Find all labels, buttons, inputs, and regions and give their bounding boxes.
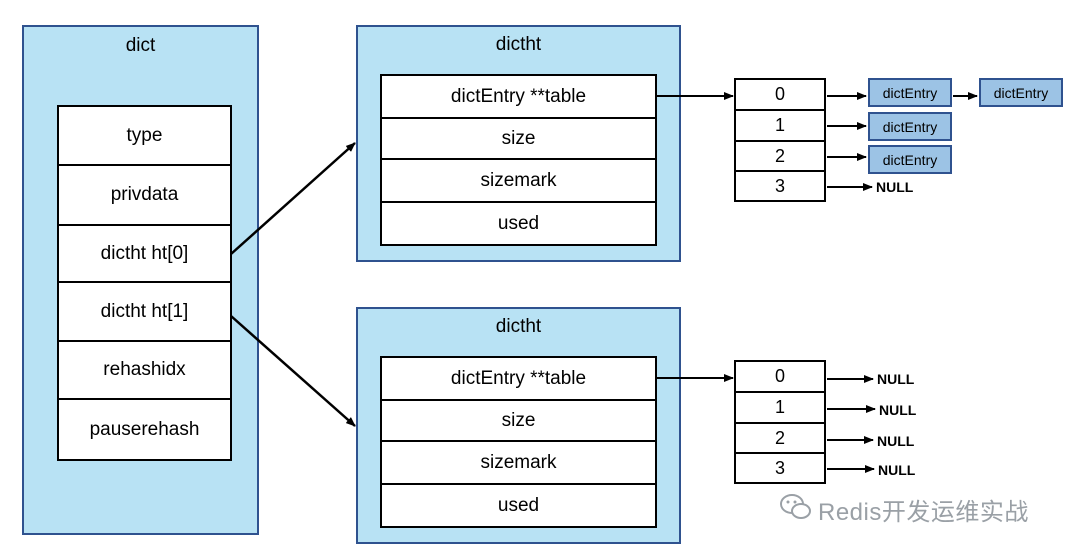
dictht-bottom-size: size <box>382 401 655 442</box>
arrows-top-buckets <box>827 92 978 191</box>
dict-panel: dict type privdata dictht ht[0] dictht h… <box>22 25 259 535</box>
dict-field-pauserehash: pauserehash <box>89 418 200 440</box>
top-null-3: NULL <box>876 179 914 195</box>
top-bucket-1: 1 <box>734 109 826 142</box>
dictht-top-fields: dictEntry **table size sizemark used <box>380 74 657 246</box>
dictht-bottom-title: dictht <box>495 316 542 337</box>
top-entry-2: dictEntry <box>868 145 952 174</box>
bottom-null-1: NULL <box>879 402 917 418</box>
dictht-top-sizemark: sizemark <box>382 160 655 203</box>
dictht-top-used: used <box>497 212 540 234</box>
dictht-top-size: size <box>382 119 655 160</box>
arrow-ht1-to-dictht-bottom <box>230 315 356 427</box>
dictht-bottom-panel: dictht dictEntry **table size sizemark u… <box>356 307 681 544</box>
watermark-text: Redis开发运维实战 <box>818 499 1029 526</box>
dictht-top-panel: dictht dictEntry **table size sizemark u… <box>356 25 681 262</box>
dict-field-type: type <box>59 107 230 166</box>
dictht-bottom-table: dictEntry **table <box>382 358 655 401</box>
top-entry-0b: dictEntry <box>979 78 1063 107</box>
top-entry-0a: dictEntry <box>868 78 952 107</box>
arrows-bottom-buckets <box>827 375 876 473</box>
bottom-bucket-2: 2 <box>734 422 826 454</box>
bottom-null-0: NULL <box>877 371 915 387</box>
dictht-bottom-used: used <box>497 494 540 516</box>
dict-field-ht0: dictht ht[0] <box>59 226 230 283</box>
bottom-bucket-3: 3 <box>734 452 826 484</box>
dict-fields: type privdata dictht ht[0] dictht ht[1] … <box>57 105 232 461</box>
dictht-top-table: dictEntry **table <box>382 76 655 119</box>
dict-field-ht1: dictht ht[1] <box>59 283 230 342</box>
wechat-icon <box>780 494 811 519</box>
dictht-bottom-fields: dictEntry **table size sizemark used <box>380 356 657 528</box>
top-bucket-3: 3 <box>734 170 826 202</box>
dict-field-privdata: privdata <box>59 166 230 226</box>
dictht-bottom-sizemark: sizemark <box>382 442 655 485</box>
arrow-ht0-to-dictht-top <box>230 142 356 255</box>
bottom-null-2: NULL <box>877 433 915 449</box>
dictht-top-title: dictht <box>495 34 542 55</box>
dict-title: dict <box>125 35 156 56</box>
top-entry-1: dictEntry <box>868 112 952 141</box>
dict-field-rehashidx: rehashidx <box>59 342 230 400</box>
bottom-null-3: NULL <box>878 462 916 478</box>
